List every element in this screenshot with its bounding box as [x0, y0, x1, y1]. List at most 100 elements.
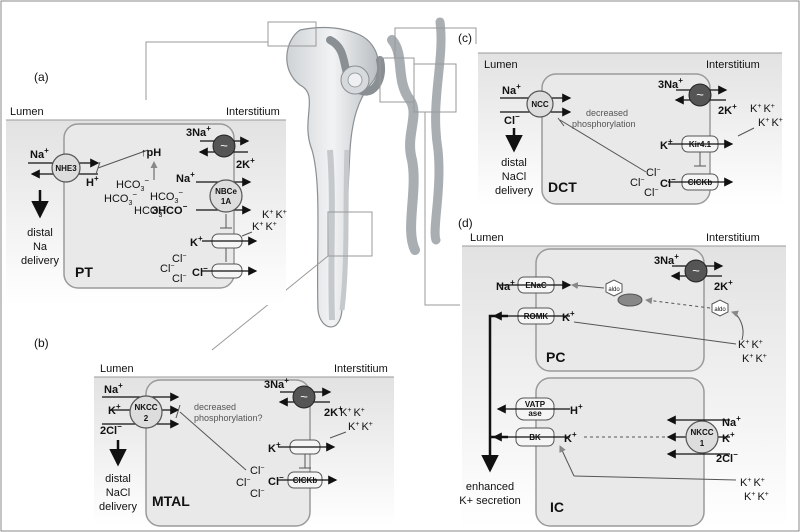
nbce-label-2: 1A	[221, 197, 231, 206]
pt-outcome-1: distal	[27, 227, 53, 239]
panel-b-segment-label: MTAL	[152, 493, 190, 509]
nbce-label-1: NBCe	[215, 187, 237, 196]
panel-a-interstitium-label: Interstitium	[226, 106, 280, 118]
mtal-outcome-2: NaCl	[106, 487, 130, 499]
dct-note-2: phosphorylation	[572, 119, 636, 129]
pt-hco3-3: HCO3−	[104, 190, 137, 207]
ic-k-basal: K+	[722, 430, 735, 445]
nbce1a-cotransporter	[209, 179, 243, 213]
ic-na: Na+	[722, 414, 741, 429]
panel-a-segment-label: PT	[75, 264, 93, 280]
aldo-hexagon-intracellular	[605, 279, 623, 297]
pt-na-nbc: Na+	[176, 170, 195, 185]
pt-pump-symbol: ~	[220, 138, 228, 153]
aldo-label-interstitial: aldo	[714, 307, 726, 313]
pc-na-k-pump	[684, 259, 708, 283]
mtal-k-basal: K+	[268, 440, 281, 455]
dct-pump-symbol: ~	[696, 87, 704, 102]
cd-outcome-2: K+ secretion	[459, 495, 520, 507]
panel-b-interstitium-label: Interstitium	[334, 363, 388, 375]
aldo-hexagon-interstitial	[711, 299, 729, 317]
pc-na: Na+	[496, 278, 515, 293]
panel-a-lumen-label: Lumen	[10, 106, 44, 118]
pt-cl-ion: Cl−	[192, 264, 208, 279]
ic-2cl: 2Cl−	[716, 450, 738, 465]
nkcc2-label-2: 2	[144, 414, 149, 423]
mtal-2k: 2K+	[324, 404, 343, 419]
ic-segment-label: IC	[550, 499, 564, 515]
nkcc2-label-1: NKCC	[134, 403, 157, 412]
pc-k: K+	[562, 309, 575, 324]
pt-outcome-2: Na	[33, 241, 48, 253]
pt-3hco3: 3HCO−	[152, 202, 188, 217]
aldo-label-intracellular: aldo	[608, 287, 620, 293]
panel-d-tag: (d)	[458, 216, 473, 230]
pt-3na: 3Na+	[186, 124, 211, 139]
pt-h-ion: H+	[86, 174, 99, 189]
panel-a-tag: (a)	[34, 70, 49, 84]
mtal-3na: 3Na+	[264, 376, 289, 391]
nhe3-label: NHE3	[55, 164, 77, 173]
nkcc1-label-2: 1	[700, 439, 705, 448]
panel-c-dct: (c) Lumen Interstitium DCT NCC Na+ Cl− d…	[458, 31, 783, 205]
zoom-box-pt	[267, 21, 317, 47]
mtal-note-2: phosphorylation?	[194, 413, 263, 423]
connector-pt	[145, 41, 268, 100]
mtal-pump-symbol: ~	[300, 389, 308, 404]
mineralocorticoid-receptor	[617, 293, 643, 307]
pt-2k: 2K+	[236, 156, 255, 171]
dct-cl: Cl−	[504, 112, 520, 127]
panel-c-interstitium-label: Interstitium	[706, 59, 760, 71]
dct-na: Na+	[502, 82, 521, 97]
panel-c-tag: (c)	[458, 31, 472, 45]
mtal-2cl: 2Cl−	[100, 422, 122, 437]
dct-2k: 2K+	[718, 102, 737, 117]
pt-ph: ↑pH	[141, 147, 161, 159]
pt-k-ion: K+	[190, 234, 203, 249]
mtal-na-k-pump	[292, 385, 316, 409]
dct-3na: 3Na+	[658, 76, 683, 91]
zoom-box-cd	[413, 63, 457, 113]
ic-k: K+	[564, 430, 577, 445]
dct-note-1: decreased	[586, 108, 628, 118]
dct-outcome-3: delivery	[495, 185, 533, 197]
zoom-box-mtal	[327, 211, 373, 257]
ic-h: H+	[570, 402, 583, 417]
panel-c-segment-label: DCT	[548, 179, 577, 195]
mtal-outcome-3: delivery	[99, 501, 137, 513]
vatp-label-2: ase	[528, 409, 542, 418]
panel-d-lumen-label: Lumen	[470, 232, 504, 244]
ncc-cotransporter	[526, 90, 554, 118]
nhe3-exchanger	[51, 153, 81, 183]
connector-cd	[424, 112, 460, 306]
panel-b-tag: (b)	[34, 336, 49, 350]
dct-k-basal: K+	[660, 137, 673, 152]
dct-outcome-1: distal	[501, 157, 527, 169]
dct-na-k-pump	[688, 83, 712, 107]
pc-3na: 3Na+	[654, 252, 679, 267]
pt-na-k-pump	[212, 134, 236, 158]
nkcc1-label-1: NKCC	[690, 428, 713, 437]
panel-d-interstitium-label: Interstitium	[706, 232, 760, 244]
panel-b-mtal: (b) Lumen Interstitium MTAL NKCC 2 Na+ K…	[34, 336, 394, 527]
mtal-na: Na+	[104, 381, 123, 396]
k-secretion-arrow	[481, 314, 508, 473]
vatp-label-1: VATP	[525, 400, 546, 409]
cd-outcome-1: enhanced	[466, 481, 514, 493]
mtal-outcome-1: distal	[105, 473, 131, 485]
pc-segment-label: PC	[546, 349, 565, 365]
panel-d-cd: (d) Lumen Interstitium PC ENaC Na+ ROMK …	[458, 216, 786, 528]
panel-a-pt: (a) Lumen Interstitium PT NHE3 Na+ H+ ↑p…	[6, 70, 287, 305]
mtal-k: K+	[108, 402, 121, 417]
pt-na-lumen: Na+	[30, 146, 49, 161]
mtal-cl: Cl−	[268, 473, 284, 488]
ncc-label: NCC	[531, 100, 549, 109]
dct-cl-basal: Cl−	[660, 175, 676, 190]
nkcc1-cotransporter	[685, 420, 719, 454]
mtal-note-1: decreased	[194, 402, 236, 412]
pc-pump-symbol: ~	[692, 263, 700, 278]
connector-dct	[394, 27, 477, 58]
nkcc2-cotransporter	[129, 395, 163, 429]
pc-2k: 2K+	[714, 278, 733, 293]
